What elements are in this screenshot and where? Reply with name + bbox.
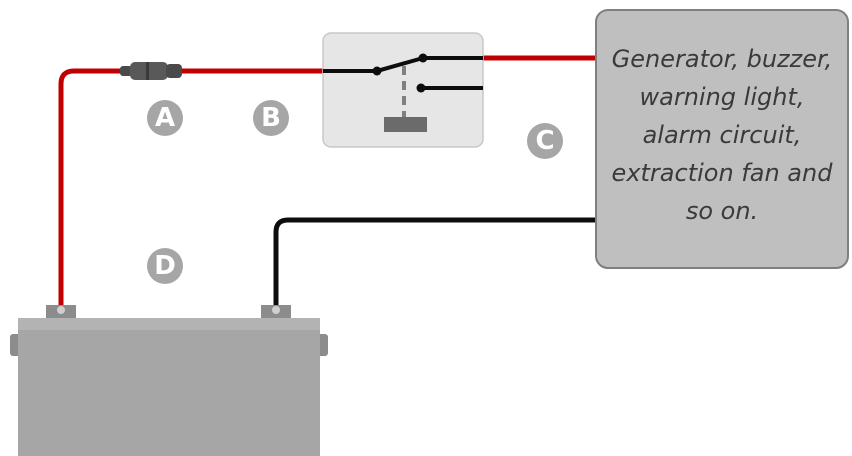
device-label: Generator, buzzer, warning light, alarm …	[596, 40, 848, 230]
switch-box	[322, 32, 484, 148]
positive-wire-battery-to-switch	[58, 68, 326, 311]
battery	[10, 305, 328, 456]
marker-d: D	[147, 248, 183, 284]
negative-wire	[273, 217, 599, 311]
device-label-line: Generator, buzzer,	[611, 45, 833, 73]
marker-b: B	[253, 100, 289, 136]
inline-fuse	[120, 62, 182, 80]
device-label-line: extraction fan and	[611, 159, 833, 187]
device-label-line: alarm circuit,	[642, 121, 802, 149]
device-label-line: warning light,	[639, 83, 805, 111]
marker-a: A	[147, 100, 183, 136]
device-box	[595, 9, 849, 269]
marker-c: C	[527, 123, 563, 159]
device-label-line: so on.	[685, 197, 759, 225]
